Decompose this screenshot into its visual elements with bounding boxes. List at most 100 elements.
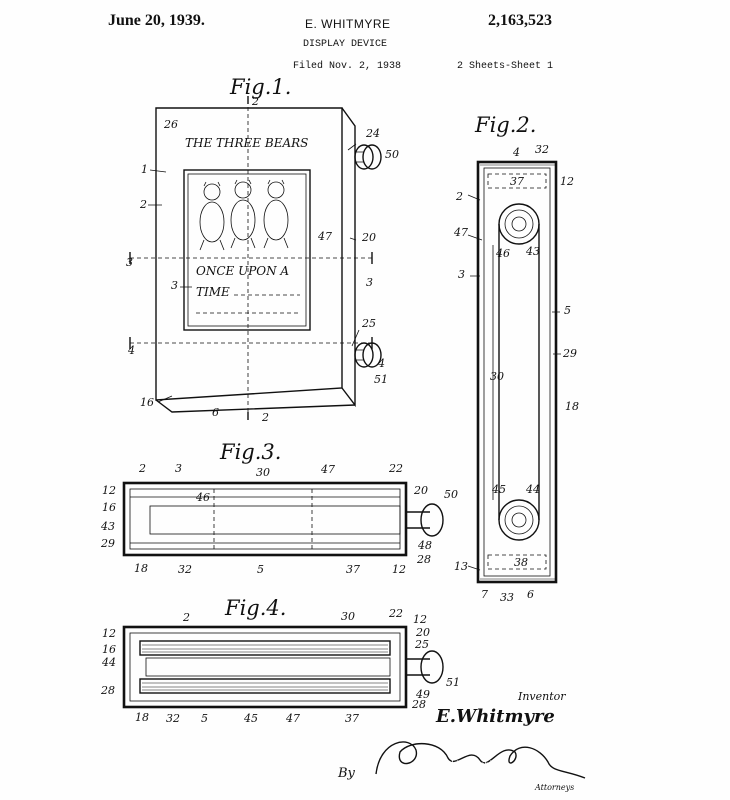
panel-text-time: TIME: [196, 285, 230, 299]
ref-label: 2: [456, 190, 463, 203]
ref-label: 38: [514, 556, 528, 569]
ref-label: 37: [345, 712, 359, 725]
ref-label: 29: [563, 347, 577, 360]
panel-heading: THE THREE BEARS: [185, 136, 309, 150]
attorney-signature: Robb & Robb: [440, 760, 495, 769]
ref-label: 16: [102, 643, 116, 656]
ref-label: 16: [102, 501, 116, 514]
attorney-signature-scrawl: [375, 741, 586, 779]
ref-label: 3: [366, 276, 373, 289]
ref-label: 7: [481, 588, 488, 601]
panel-text-line: ONCE UPON A: [196, 264, 290, 278]
ref-label: 5: [564, 304, 571, 317]
fig2-drawing: [476, 160, 558, 584]
ref-label: 30: [490, 370, 504, 383]
ref-label: 30: [341, 610, 355, 623]
inventor-signature: E.Whitmyre: [436, 706, 555, 727]
ref-label: 18: [134, 562, 148, 575]
ref-label: 6: [212, 406, 219, 419]
ref-label: 4: [513, 146, 520, 159]
ref-label: 32: [535, 143, 549, 156]
fig1-title: Fig.1.: [230, 75, 292, 99]
ref-label: 32: [178, 563, 192, 576]
patent-date: June 20, 1939.: [108, 12, 205, 29]
ref-label: 22: [389, 462, 403, 475]
ref-label: 2: [252, 95, 259, 108]
fig1-drawing: [129, 96, 382, 420]
attorney-label: Attorneys: [535, 783, 575, 792]
patent-title: DISPLAY DEVICE: [303, 39, 388, 50]
ref-label: 3: [126, 256, 133, 269]
ref-label: 18: [565, 400, 579, 413]
ref-label: 50: [444, 488, 458, 501]
ref-label: 3: [458, 268, 465, 281]
ref-label: 44: [102, 656, 116, 669]
ref-label: 43: [101, 520, 115, 533]
ref-label: 47: [454, 226, 468, 239]
by-label: By: [338, 766, 355, 781]
ref-label: 20: [416, 626, 430, 639]
inventor-header: E. WHITMYRE: [305, 17, 391, 31]
ref-label: 12: [413, 613, 427, 626]
fig3-drawing: [122, 481, 444, 557]
ref-label: 49: [416, 688, 430, 701]
ref-label: 3: [175, 462, 182, 475]
ref-label: 2: [262, 411, 269, 424]
ref-label: 2: [139, 462, 146, 475]
ref-label: 28: [417, 553, 431, 566]
ref-label: 50: [385, 148, 399, 161]
ref-label: 22: [389, 607, 403, 620]
ref-label: 43: [526, 245, 540, 258]
ref-label: 44: [526, 483, 540, 496]
ref-label: 45: [244, 712, 258, 725]
ref-label: 25: [415, 638, 429, 651]
ref-label: 20: [362, 231, 376, 244]
ref-label: 37: [346, 563, 360, 576]
ref-label: 24: [366, 127, 380, 140]
ref-label: 12: [102, 484, 116, 497]
ref-label: 51: [446, 676, 460, 689]
fig3-title: Fig.3.: [220, 440, 282, 464]
ref-label: 46: [196, 491, 210, 504]
ref-label: 26: [164, 118, 178, 131]
ref-label: 30: [256, 466, 270, 479]
ref-label: 4: [128, 344, 135, 357]
leader-lines: [148, 143, 561, 571]
ref-label: 4: [378, 357, 385, 370]
ref-label: 47: [286, 712, 300, 725]
ref-label: 32: [166, 712, 180, 725]
ref-label: 5: [257, 563, 264, 576]
fig4-drawing: [122, 625, 444, 709]
ref-label: 51: [374, 373, 388, 386]
ref-label: 29: [101, 537, 115, 550]
ref-label: 13: [454, 560, 468, 573]
ref-label: 6: [527, 588, 534, 601]
ref-label: 12: [392, 563, 406, 576]
ref-label: 12: [560, 175, 574, 188]
ref-label: 2: [140, 198, 147, 211]
ref-label: 48: [418, 539, 432, 552]
patent-number: 2,163,523: [488, 12, 552, 29]
ref-label: 12: [102, 627, 116, 640]
ref-label: 37: [510, 175, 524, 188]
filed-date: Filed Nov. 2, 1938: [293, 61, 402, 72]
sheet-count: 2 Sheets-Sheet 1: [457, 61, 554, 72]
ref-label: 47: [318, 230, 332, 243]
ref-label: 45: [492, 483, 506, 496]
ref-label: 28: [101, 684, 115, 697]
ref-label: 28: [412, 698, 426, 711]
ref-label: 2: [183, 611, 190, 624]
ref-label: 18: [135, 711, 149, 724]
ref-label: 47: [321, 463, 335, 476]
ref-label: 3: [171, 279, 178, 292]
ref-label: 5: [201, 712, 208, 725]
ref-label: 20: [414, 484, 428, 497]
fig2-title: Fig.2.: [475, 113, 537, 137]
inventor-label: Inventor: [518, 690, 566, 703]
ref-label: 16: [140, 396, 154, 409]
ref-label: 46: [496, 247, 510, 260]
fig4-title: Fig.4.: [225, 596, 287, 620]
ref-label: 33: [500, 591, 514, 604]
